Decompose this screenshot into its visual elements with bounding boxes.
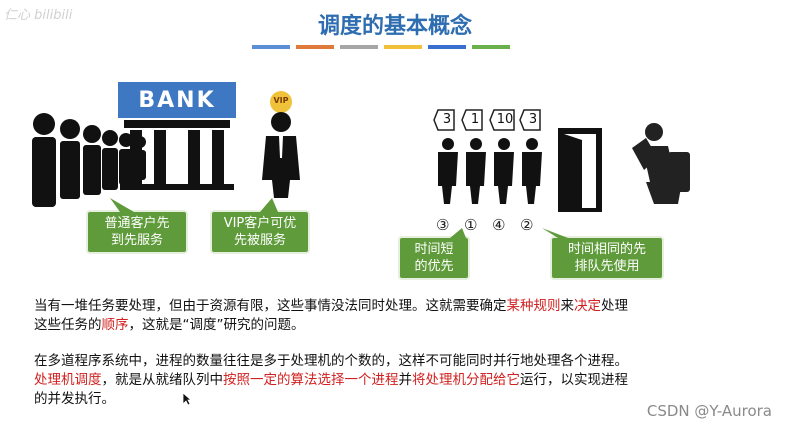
bubble-tails-left (110, 198, 278, 212)
bubble-normal-line2: 到先服务 (110, 233, 163, 248)
vip-person-illustration (262, 91, 300, 198)
bubble-short-line1: 时间短 (414, 242, 454, 257)
order-mark-3: ④ (492, 216, 506, 234)
mouse-cursor-icon (182, 392, 192, 406)
bank-building (118, 82, 236, 190)
paragraph-processor-line2: 处理机调度，就是从就绪队列中按照一定的算法选择一个进程并将处理机分配给它运行，以… (34, 372, 628, 388)
paragraph-processor-line1: 在多道程序系统中，进程的数量往往是多于处理机的个数的，这样不可能同时并行地处理各… (34, 353, 628, 369)
bank-sign: BANK (138, 88, 216, 113)
queue-number-1: 3 (442, 112, 452, 127)
title-bar (428, 45, 466, 49)
bubble-vip-line1: VIP客户可优 (223, 216, 297, 231)
bubble-short-time: 时间短 的优先 (398, 236, 470, 280)
csdn-watermark: CSDN @Y-Aurora (646, 402, 772, 420)
title-bar (384, 45, 422, 49)
bubble-vip-line2: 先被服务 (233, 233, 286, 248)
title-underline-bars (252, 45, 510, 49)
highlight-assign-processor: 将处理机分配给它 (412, 372, 520, 388)
bubble-short-line2: 的优先 (414, 259, 454, 274)
order-mark-4: ② (520, 216, 534, 234)
bubble-normal-customer: 普通客户先 到先服务 (86, 210, 188, 254)
title-bar (296, 45, 334, 49)
highlight-decide: 决定 (574, 298, 601, 314)
queue-number-4: 3 (528, 112, 538, 127)
highlight-rule: 某种规则 (506, 298, 561, 314)
title-bar (252, 45, 290, 49)
bubble-normal-line1: 普通客户先 (104, 216, 170, 231)
highlight-processor-scheduling: 处理机调度 (34, 372, 102, 388)
paragraph-scheduling-line1: 当有一堆任务要处理，但由于资源有限，这些事情没法同时处理。这就需要确定某种规则来… (34, 298, 628, 314)
paragraph-processor-line3: 的并发执行。 (34, 391, 115, 407)
order-mark-1: ③ (436, 216, 450, 234)
queue-number-3: 10 (496, 112, 514, 127)
order-mark-2: ① (464, 216, 478, 234)
highlight-select-process: 按照一定的算法选择一个进程 (223, 372, 399, 388)
title-bar (472, 45, 510, 49)
bubble-vip-customer: VIP客户可优 先被服务 (210, 210, 310, 254)
bubble-same-line2: 排队先使用 (574, 259, 640, 274)
bubble-same-time: 时间相同的先 排队先使用 (550, 236, 664, 280)
vip-badge: VIP (273, 96, 289, 105)
waiting-queue-illustration (433, 109, 690, 212)
paragraph-scheduling-line2: 这些任务的顺序，这就是“调度”研究的问题。 (34, 317, 305, 333)
queue-number-2: 1 (470, 112, 480, 127)
title-bar (340, 45, 378, 49)
people-queue-illustration (32, 113, 146, 207)
bubble-tails-right (450, 228, 568, 238)
watermark-left: 仁心 bilibili (4, 8, 73, 23)
bubble-same-line1: 时间相同的先 (567, 242, 646, 257)
page-title: 调度的基本概念 (317, 14, 472, 39)
highlight-order: 顺序 (101, 317, 129, 333)
